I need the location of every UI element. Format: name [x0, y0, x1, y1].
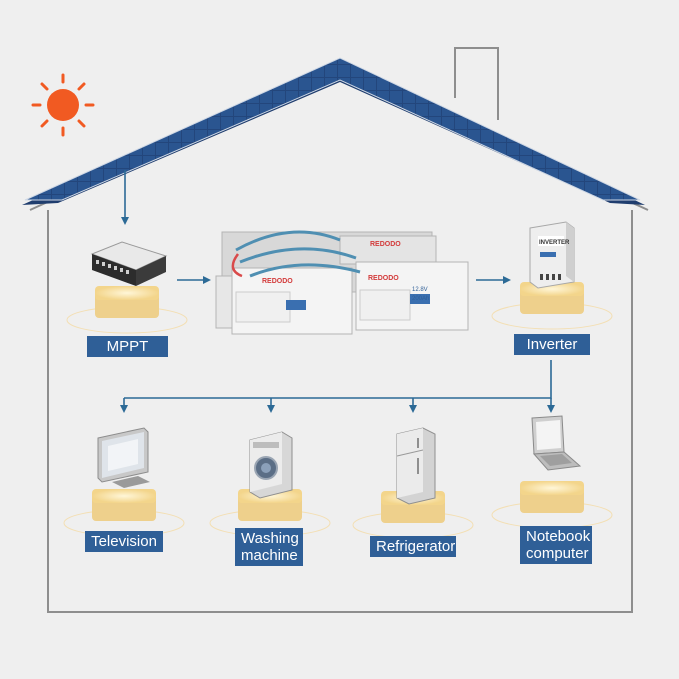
battery-voltage-text: 12.8V — [412, 287, 428, 293]
battery-capacity-text: 200Ah — [412, 296, 429, 302]
laptop-icon — [531, 415, 582, 471]
refrigerator-label: Refrigerator — [370, 536, 456, 557]
pedestal-mppt — [66, 286, 188, 334]
battery-brand-text-front: REDODO — [368, 275, 399, 282]
flow-arrows — [120, 170, 555, 413]
washing-machine-icon — [249, 431, 293, 499]
solar-panel-roof — [22, 57, 645, 205]
television-icon — [97, 427, 150, 488]
pedestal-inverter — [491, 282, 613, 330]
pedestal-notebook — [491, 481, 613, 529]
battery-brand-text: REDODO — [262, 278, 293, 285]
notebook-computer-label: Notebook computer — [520, 526, 592, 564]
battery-bank-icon: REDODO REDODO REDODO 12.8V 200Ah — [215, 230, 469, 335]
sun-icon — [31, 73, 95, 137]
mppt-label: MPPT — [87, 336, 168, 357]
television-label: Television — [85, 531, 163, 552]
inverter-icon: INVERTER — [529, 221, 575, 289]
pedestal-television — [63, 489, 185, 537]
inverter-label: Inverter — [514, 334, 590, 355]
inverter-device-text: INVERTER — [539, 240, 570, 246]
inverter-to-loads-line — [124, 360, 552, 399]
washing-machine-label: Washing machine — [235, 528, 303, 566]
battery-brand-text-rear: REDODO — [370, 241, 401, 248]
refrigerator-icon — [396, 427, 436, 505]
charge-controller-icon — [90, 241, 168, 286]
